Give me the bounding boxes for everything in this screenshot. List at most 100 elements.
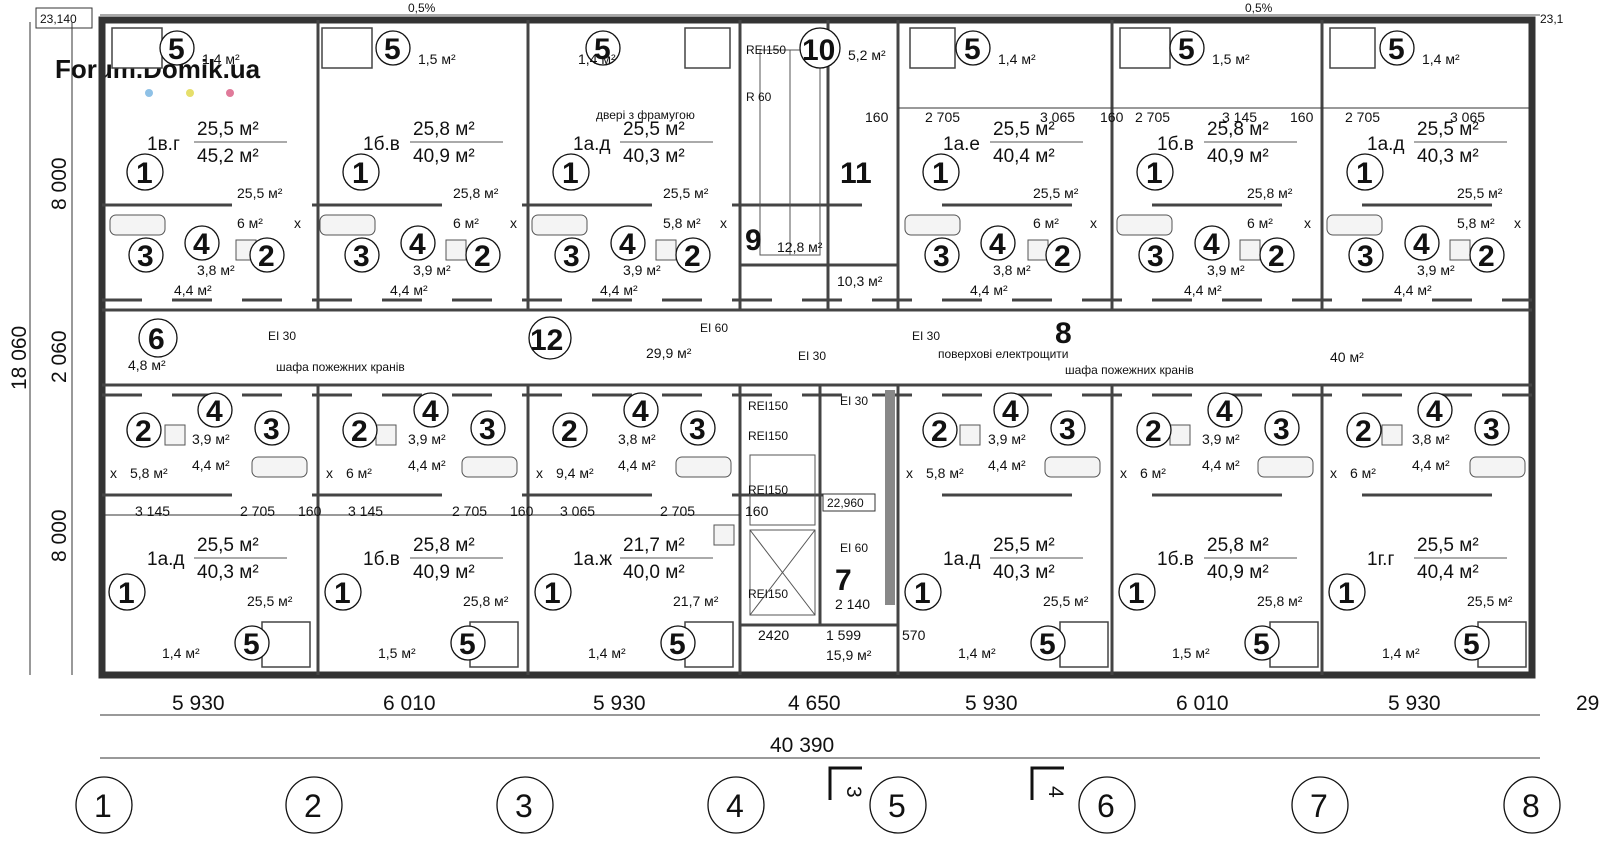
room-4-label: 4: [1413, 228, 1430, 261]
hall-area: 4,4 м²: [192, 457, 230, 473]
room-5-label-circle: [1454, 625, 1490, 661]
bay-dim-3: 5 930: [593, 692, 646, 715]
room-5-label: 5: [1039, 628, 1056, 661]
room-3-label: 3: [1059, 413, 1076, 446]
room-1-label: 1: [932, 157, 949, 190]
room-1-label-circle: [342, 153, 380, 191]
room-area: 25,5 м²: [663, 185, 709, 201]
room-4-label-circle: [980, 225, 1016, 261]
room-4-label-circle: [400, 225, 436, 261]
room-3-label-circle: [128, 237, 164, 273]
axis-4: 4: [726, 788, 744, 824]
room-5-label: 5: [964, 33, 981, 66]
room-1-label: 1: [1338, 577, 1355, 610]
dim-corridor: 2 060: [48, 330, 71, 383]
axis-7: 7: [1310, 788, 1328, 824]
living-area: 25,8 м²: [1207, 535, 1269, 556]
x-mark: х: [294, 215, 301, 231]
kitchen-area: 9,4 м²: [556, 465, 594, 481]
room-area: 25,5 м²: [247, 593, 293, 609]
room-5-label: 5: [243, 628, 260, 661]
room-3-label: 3: [563, 240, 580, 273]
room-1-label: 1: [352, 157, 369, 190]
room-7-area: 15,9 м²: [826, 647, 872, 663]
living-area: 25,5 м²: [993, 119, 1055, 140]
dimensions: [29, 22, 1540, 759]
room-3-label: 3: [1483, 413, 1500, 446]
hydrant-cabinet-2: шафа пожежних кранів: [1065, 363, 1194, 377]
room-2-label: 2: [351, 415, 368, 448]
building-outline: [98, 16, 1536, 679]
svg-text:EI 30: EI 30: [798, 349, 826, 363]
fixtures: [109, 214, 1526, 546]
room-9-label: 9: [745, 224, 762, 257]
loggia-area: 1,4 м²: [202, 51, 240, 67]
svg-text:160: 160: [865, 109, 889, 125]
x-mark: х: [326, 465, 333, 481]
room-4-label-circle: [623, 392, 659, 428]
svg-text:EI 30: EI 30: [912, 329, 940, 343]
room-4-label: 4: [619, 228, 636, 261]
corridor: 6 4,8 м² EI 30 шафа пожежних кранів 12 2…: [128, 316, 1364, 377]
room-2-label-circle: [342, 412, 378, 448]
total-area: 40,9 м²: [413, 562, 475, 583]
x-mark: х: [1304, 215, 1311, 231]
kitchen-area: 5,8 м²: [926, 465, 964, 481]
room-2-label: 2: [258, 240, 275, 273]
x-mark: х: [720, 215, 727, 231]
room-4-label-circle: [1404, 225, 1440, 261]
room-6-area: 4,8 м²: [128, 357, 166, 373]
apartment-type: 1б.в: [363, 134, 400, 155]
svg-text:2 705: 2 705: [925, 109, 960, 125]
room-area: 25,5 м²: [1033, 185, 1079, 201]
wc-area: 3,9 м²: [623, 262, 661, 278]
room-2-label-circle: [1259, 237, 1295, 273]
x-mark: х: [1120, 465, 1127, 481]
axis-8: 8: [1522, 788, 1540, 824]
room-1-label-circle: [922, 153, 960, 191]
lobby-area: 10,3 м²: [837, 273, 883, 289]
room-4-label: 4: [1002, 395, 1019, 428]
wc-area: 3,9 м²: [988, 431, 1026, 447]
x-mark: х: [1330, 465, 1337, 481]
room-1-label: 1: [334, 577, 351, 610]
x-mark: х: [1514, 215, 1521, 231]
room-10-area: 5,2 м²: [848, 47, 886, 63]
living-area: 25,5 м²: [1417, 535, 1479, 556]
room-2-label: 2: [135, 415, 152, 448]
svg-text:3 145: 3 145: [348, 503, 383, 519]
hall-area: 4,4 м²: [408, 457, 446, 473]
room-5-label: 5: [1388, 33, 1405, 66]
room-4-label-circle: [184, 225, 220, 261]
total-area: 40,3 м²: [993, 562, 1055, 583]
svg-text:3 145: 3 145: [1222, 109, 1257, 125]
room-12-label: 12: [530, 324, 563, 357]
room-3-label: 3: [1147, 240, 1164, 273]
room-3-label-circle: [254, 410, 290, 446]
room-4-label: 4: [193, 228, 210, 261]
elevation-box-left: [35, 7, 93, 29]
apartment-type: 1а.д: [1367, 134, 1405, 155]
room-1-label-circle: [126, 153, 164, 191]
room-area: 25,8 м²: [453, 185, 499, 201]
hall-area: 4,4 м²: [1412, 457, 1450, 473]
svg-text:2420: 2420: [758, 627, 789, 643]
total-dim: 40 390: [770, 734, 834, 757]
bay-dim-2: 6 010: [383, 692, 436, 715]
room-4-label-circle: [1417, 392, 1453, 428]
room-5-label-circle: [450, 625, 486, 661]
room-5-label: 5: [594, 33, 611, 66]
total-area: 45,2 м²: [197, 146, 259, 167]
room-2-label-circle: [1346, 412, 1382, 448]
kitchen-area: 5,8 м²: [1457, 215, 1495, 231]
kitchen-area: 6 м²: [237, 215, 263, 231]
room-2-label: 2: [931, 415, 948, 448]
